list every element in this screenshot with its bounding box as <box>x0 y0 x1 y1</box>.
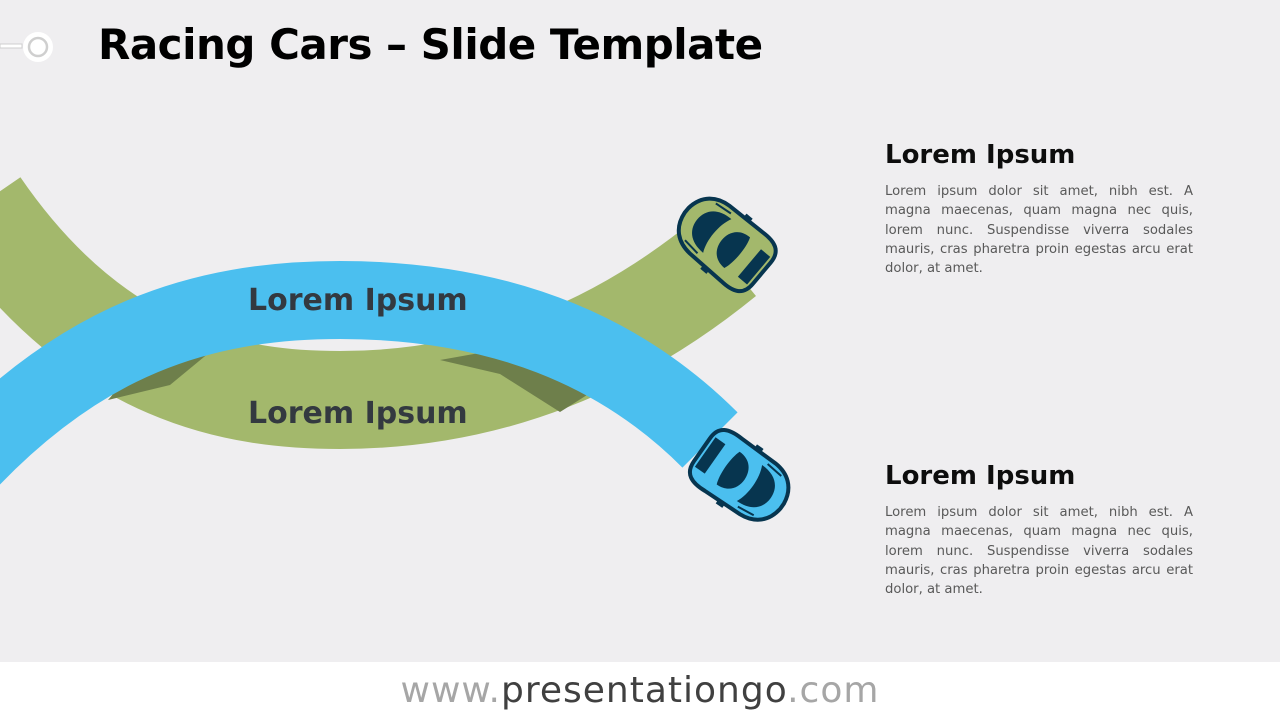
green-track-shadow-right <box>440 352 595 412</box>
green-track-label: Lorem Ipsum <box>248 396 468 431</box>
block-heading: Lorem Ipsum <box>885 461 1076 491</box>
green-car-icon <box>676 196 778 294</box>
block-heading: Lorem Ipsum <box>885 140 1076 170</box>
slide-title: Racing Cars – Slide Template <box>98 20 763 69</box>
blue-track <box>0 260 738 485</box>
footer-suffix: .com <box>787 670 880 711</box>
logo-mark-icon <box>0 32 53 62</box>
footer-brand: presentationgo <box>501 670 788 711</box>
text-block-blue: Lorem Ipsum Lorem ipsum dolor sit amet, … <box>885 461 1193 599</box>
green-track-shadow-left <box>108 352 210 400</box>
block-body: Lorem ipsum dolor sit amet, nibh est. A … <box>885 184 1193 277</box>
race-track-diagram <box>0 176 791 522</box>
slide: Racing Cars – Slide Template <box>0 20 1193 599</box>
block-body: Lorem ipsum dolor sit amet, nibh est. A … <box>885 505 1193 598</box>
blue-car-icon <box>688 428 791 522</box>
footer-prefix: www. <box>400 670 501 711</box>
footer-url: www.presentationgo.com <box>0 662 1280 720</box>
text-block-green: Lorem Ipsum Lorem ipsum dolor sit amet, … <box>885 140 1193 278</box>
blue-track-label: Lorem Ipsum <box>248 283 468 318</box>
